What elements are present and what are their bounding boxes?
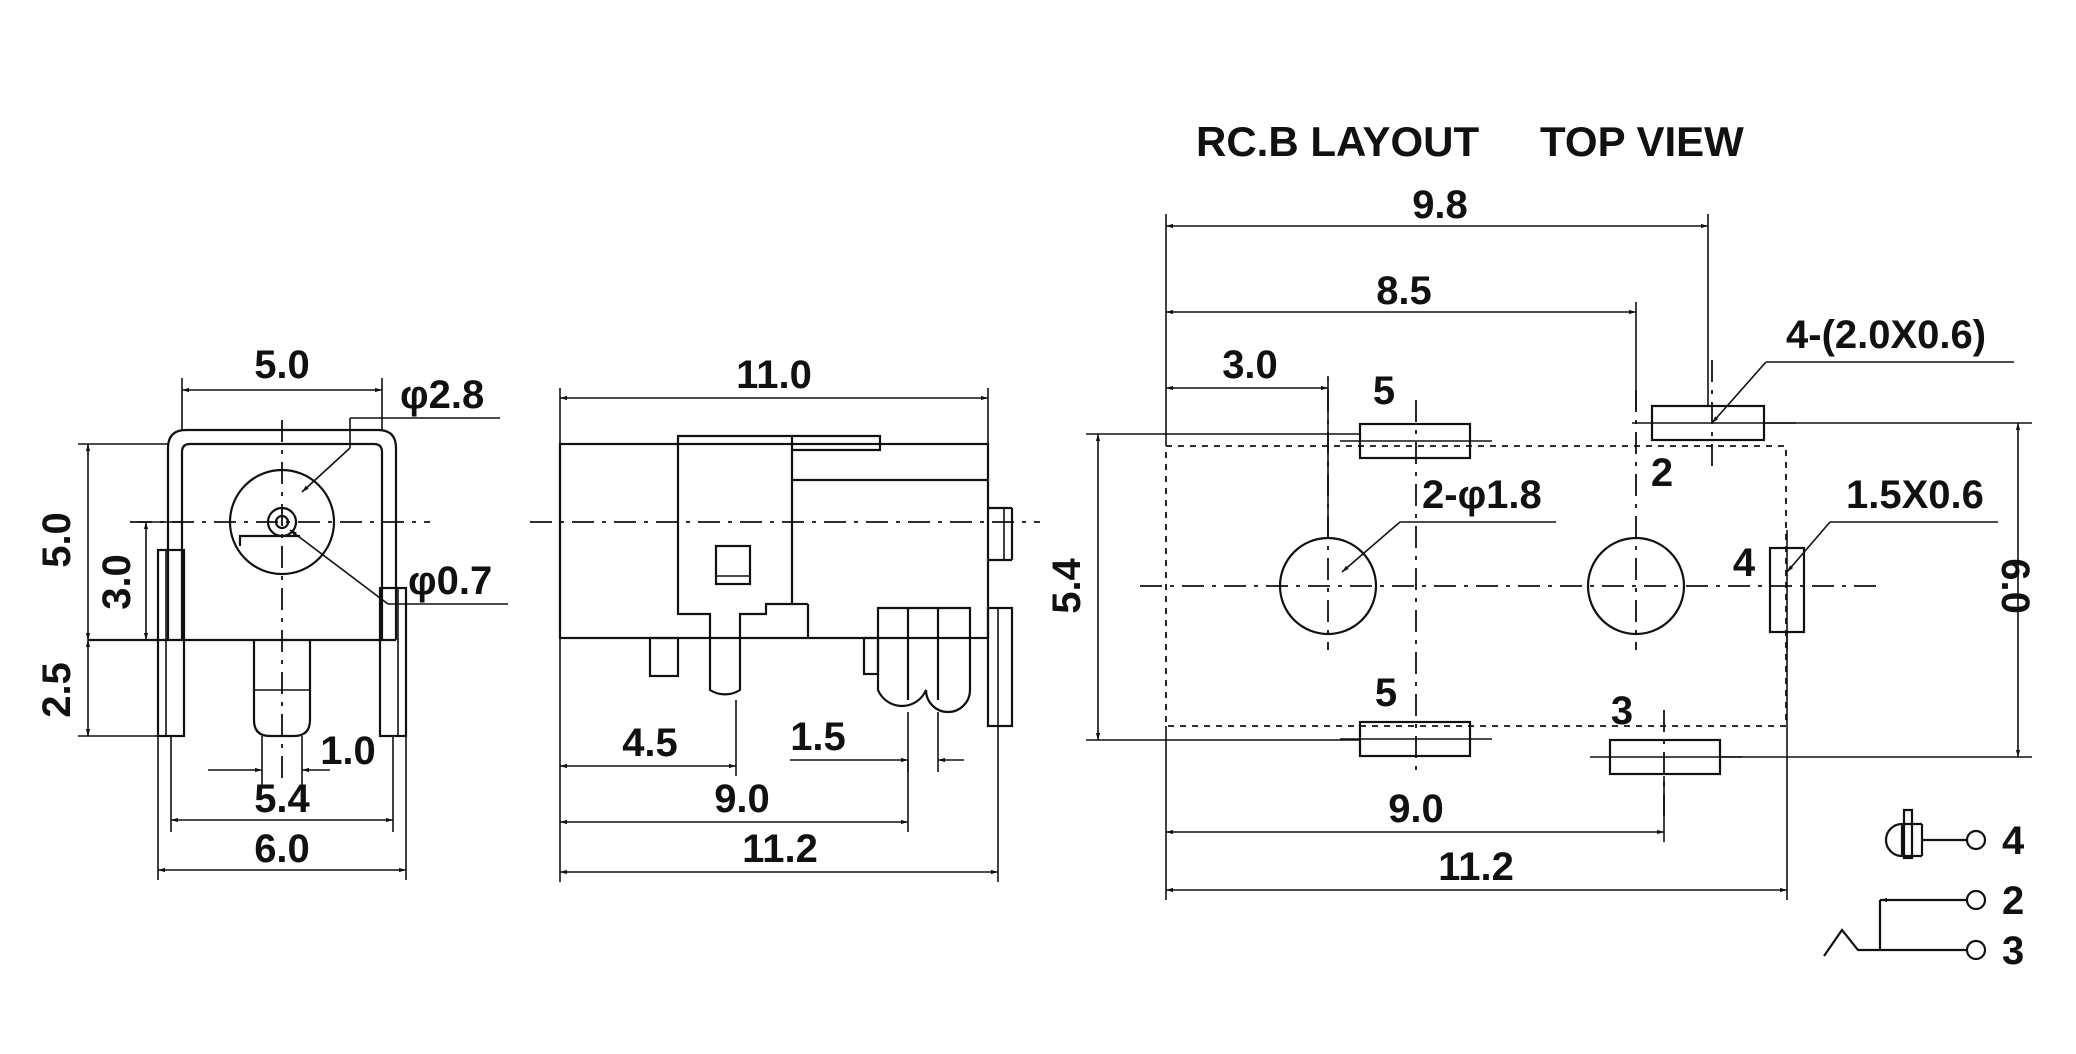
schematic-pin-label-c: 3 <box>2002 929 2024 973</box>
dim-front-height-upper: 3.0 <box>95 554 139 610</box>
pcb-pin-label-top-left: 5 <box>1373 369 1395 413</box>
dim-side-offset-a: 4.5 <box>622 721 678 765</box>
front-right-leg <box>378 586 408 738</box>
title-top-view: TOP VIEW <box>1540 118 1744 165</box>
dim-side-offset-b: 1.5 <box>790 715 846 759</box>
schematic-terminal-a <box>1965 829 1987 851</box>
dim-pcb-length-bottom: 11.2 <box>1438 845 1514 889</box>
side-right-pins <box>876 606 972 714</box>
pcb-layout-view: RC.B LAYOUT TOP VIEW 5 2 4 5 3 <box>1045 118 2037 900</box>
front-left-leg <box>156 548 186 738</box>
dim-front-inner-dia: φ0.7 <box>408 559 492 603</box>
pcb-hole-right <box>1586 536 1686 636</box>
title-pcb-layout: RC.B LAYOUT <box>1196 118 1479 165</box>
side-window <box>714 544 752 586</box>
dim-side-length-top: 11.0 <box>736 353 812 397</box>
dim-pcb-pad-spec-a: 4-(2.0X0.6) <box>1786 313 1986 357</box>
dim-pcb-span-bottom: 9.0 <box>1388 787 1444 831</box>
schematic-terminal-c <box>1965 939 1987 961</box>
dim-front-width-top: 5.0 <box>254 343 310 387</box>
schematic-pin-label-b: 2 <box>2002 879 2024 923</box>
side-body-outline <box>558 442 990 640</box>
front-view: 5.0 φ2.8 φ0.7 5.0 3.0 2.5 1.0 5.4 6.0 <box>35 343 508 880</box>
dim-front-height-lower: 2.5 <box>35 662 79 718</box>
schematic-plug-icon <box>1884 822 1922 858</box>
side-view: 11.0 4.5 1.5 9.0 11.2 <box>530 353 1040 882</box>
dim-front-height-total: 5.0 <box>35 512 79 568</box>
front-body-inner <box>180 442 384 640</box>
pcb-pin-label-top-right: 2 <box>1651 451 1673 495</box>
dim-side-span-a: 9.0 <box>714 777 770 821</box>
dim-pcb-height-outer: 6.0 <box>1993 558 2037 614</box>
dim-front-outer-dia: φ2.8 <box>400 373 484 417</box>
dim-front-width-total: 6.0 <box>254 827 310 871</box>
pcb-pin-label-bottom-left: 5 <box>1375 671 1397 715</box>
side-inner-housing <box>676 434 794 696</box>
dim-pcb-offset-left: 3.0 <box>1222 343 1278 387</box>
dim-pcb-height-inner: 5.4 <box>1045 557 1089 613</box>
dim-pcb-hole-spec: 2-φ1.8 <box>1422 473 1542 517</box>
dim-front-pin-width: 1.0 <box>320 729 376 773</box>
schematic-terminal-b <box>1965 889 1987 911</box>
pcb-pin-label-bottom-right: 3 <box>1611 689 1633 733</box>
schematic-pin-label-a: 4 <box>2002 819 2025 863</box>
dim-pcb-width-mid: 8.5 <box>1376 269 1432 313</box>
schematic-switch-icon <box>1823 928 1966 957</box>
pcb-pin-label-right: 4 <box>1733 541 1756 585</box>
schematic-symbol: 4 2 3 <box>1823 808 2025 973</box>
dim-side-length-total: 11.2 <box>742 827 818 871</box>
dim-pcb-width-outer: 9.8 <box>1412 183 1468 227</box>
dim-pcb-pad-spec-b: 1.5X0.6 <box>1846 473 1984 517</box>
dim-front-pin-span: 5.4 <box>254 777 310 821</box>
